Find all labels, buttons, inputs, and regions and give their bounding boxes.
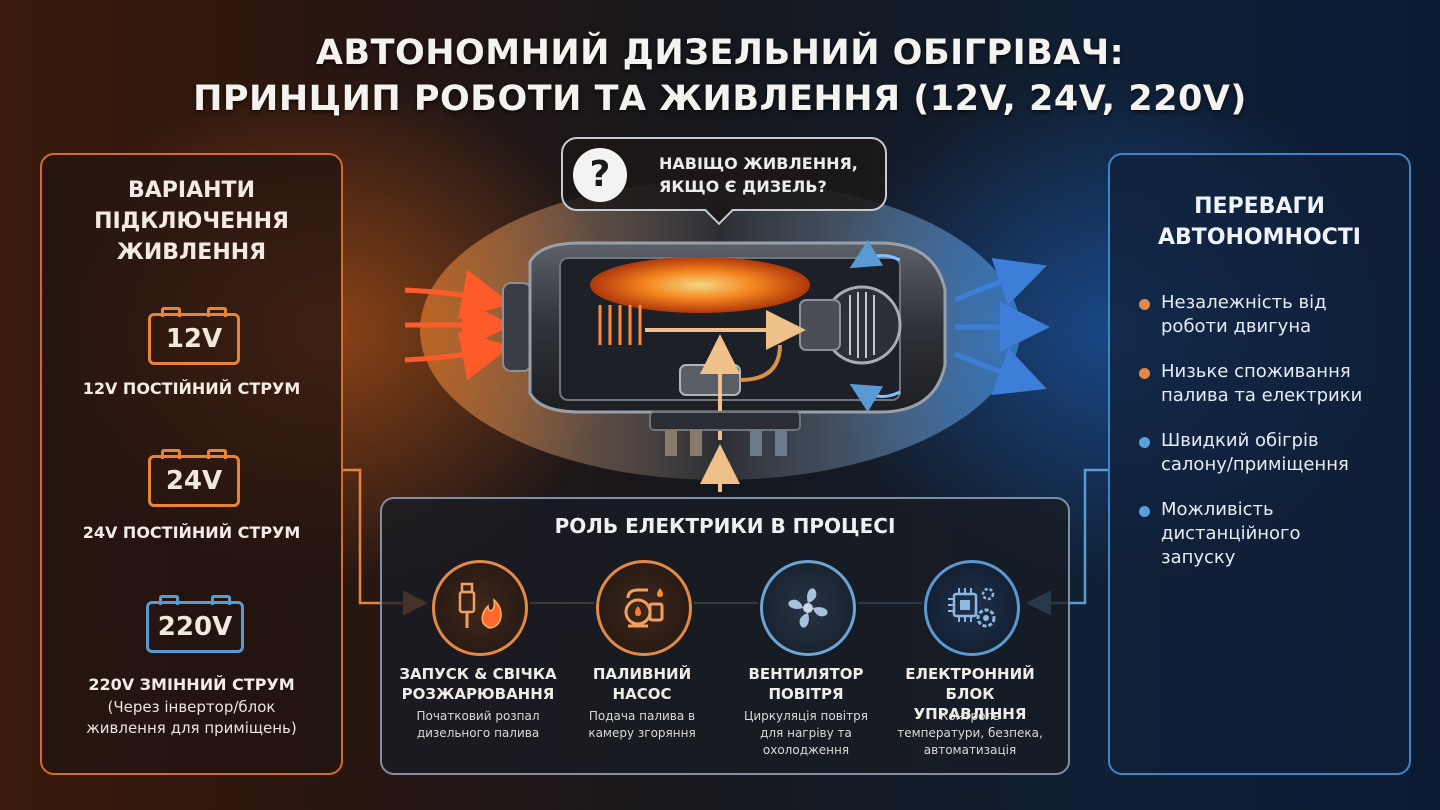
cold-intake-arrows bbox=[404, 269, 512, 381]
text-line: Циркуляція повітря bbox=[744, 709, 868, 723]
page-title-line1: АВТОНОМНИЙ ДИЗЕЛЬНИЙ ОБІГРІВАЧ: bbox=[315, 33, 1125, 73]
advantages-heading: ПЕРЕВАГИ АВТОНОМНОСТІ bbox=[1110, 191, 1409, 253]
text-line: ПОВІТРЯ bbox=[768, 685, 844, 703]
text-line: дизельного палива bbox=[416, 726, 540, 740]
text-line: салону/приміщення bbox=[1161, 454, 1349, 475]
advantage-text: Можливість дистанційного запуску bbox=[1161, 498, 1404, 570]
text-line: для нагріву та bbox=[760, 726, 852, 740]
text-line: Можливість bbox=[1161, 499, 1274, 520]
text-line: палива та електрики bbox=[1161, 385, 1363, 406]
question-text: НАВІЩО ЖИВЛЕННЯ, ЯКЩО Є ДИЗЕЛЬ? bbox=[659, 152, 879, 198]
spark-plug-flame-icon bbox=[432, 560, 528, 656]
advantage-text: Швидкий обігрів салону/приміщення bbox=[1161, 429, 1404, 477]
fan-icon bbox=[760, 560, 856, 656]
bullet-dot-icon bbox=[1139, 506, 1150, 517]
advantage-text: Незалежність від роботи двигуна bbox=[1161, 291, 1404, 339]
step-description: Контроль температури, безпека, автоматиз… bbox=[890, 708, 1050, 759]
power-option-caption: 24V ПОСТІЙНИЙ СТРУМ bbox=[82, 523, 301, 542]
question-line1: НАВІЩО ЖИВЛЕННЯ, bbox=[659, 154, 858, 173]
list-item: Низьке споживання палива та електрики bbox=[1134, 360, 1404, 408]
text-line: БЛОК УПРАВЛІННЯ bbox=[913, 685, 1027, 723]
step-title: ПАЛИВНИЙ НАСОС bbox=[562, 664, 722, 704]
battery-24v-icon: 24V bbox=[148, 449, 240, 507]
text-line: ЗАПУСК & СВІЧКА bbox=[399, 665, 557, 683]
text-line: запуску bbox=[1161, 547, 1236, 568]
note-line: живлення для приміщень) bbox=[86, 719, 297, 737]
step-title: ЗАПУСК & СВІЧКА РОЗЖАРЮВАННЯ bbox=[398, 664, 558, 704]
power-option-caption: 12V ПОСТІЙНИЙ СТРУМ bbox=[82, 379, 301, 398]
power-options-heading: ВАРІАНТИ ПІДКЛЮЧЕННЯ ЖИВЛЕННЯ bbox=[42, 175, 341, 268]
text-line: РОЗЖАРЮВАННЯ bbox=[401, 685, 555, 703]
question-bubble: ? НАВІЩО ЖИВЛЕННЯ, ЯКЩО Є ДИЗЕЛЬ? bbox=[561, 137, 887, 211]
text-line: роботи двигуна bbox=[1161, 316, 1312, 337]
text-line: ВЕНТИЛЯТОР bbox=[748, 665, 864, 683]
text-line: Подача палива в bbox=[588, 709, 696, 723]
heading-line: ПЕРЕВАГИ bbox=[1194, 194, 1325, 219]
list-item: Можливість дистанційного запуску bbox=[1134, 498, 1404, 570]
advantage-text: Низьке споживання палива та електрики bbox=[1161, 360, 1404, 408]
text-line: охолодження bbox=[762, 743, 850, 757]
page-title: АВТОНОМНИЙ ДИЗЕЛЬНИЙ ОБІГРІВАЧ: ПРИНЦИП … bbox=[0, 30, 1440, 122]
power-options-panel: ВАРІАНТИ ПІДКЛЮЧЕННЯ ЖИВЛЕННЯ 12V 12V ПО… bbox=[40, 153, 343, 775]
heading-line: АВТОНОМНОСТІ bbox=[1158, 225, 1361, 250]
text-line: дистанційного bbox=[1161, 523, 1301, 544]
step-description: Початковий розпал дизельного палива bbox=[398, 708, 558, 742]
question-line2: ЯКЩО Є ДИЗЕЛЬ? bbox=[659, 177, 827, 196]
control-unit-icon bbox=[924, 560, 1020, 656]
process-heading: РОЛЬ ЕЛЕКТРИКИ В ПРОЦЕСІ bbox=[554, 514, 896, 538]
list-item: Незалежність від роботи двигуна bbox=[1134, 291, 1404, 339]
bullet-dot-icon bbox=[1139, 299, 1150, 310]
heading-line: ЖИВЛЕННЯ bbox=[116, 240, 267, 265]
note-line: (Через інвертор/блок bbox=[107, 698, 276, 716]
bullet-dot-icon bbox=[1139, 368, 1150, 379]
text-line: ЕЛЕКТРОННИЙ bbox=[905, 665, 1035, 683]
battery-label: 220V bbox=[157, 612, 233, 642]
text-line: камеру згоряння bbox=[588, 726, 696, 740]
advantages-panel: ПЕРЕВАГИ АВТОНОМНОСТІ Незалежність від р… bbox=[1108, 153, 1411, 775]
step-description: Циркуляція повітря для нагріву та охолод… bbox=[726, 708, 886, 759]
text-line: Початковий розпал bbox=[416, 709, 540, 723]
power-option-caption: 220V ЗМІННИЙ СТРУМ bbox=[88, 675, 295, 694]
text-line: Швидкий обігрів bbox=[1161, 430, 1319, 451]
text-line: Незалежність від bbox=[1161, 292, 1327, 313]
text-line: автоматизація bbox=[923, 743, 1017, 757]
battery-220v-icon: 220V bbox=[146, 595, 244, 653]
fuel-pump-icon bbox=[596, 560, 692, 656]
step-description: Подача палива в камеру згоряння bbox=[562, 708, 722, 742]
text-line: Низьке споживання bbox=[1161, 361, 1351, 382]
battery-12v-icon: 12V bbox=[148, 307, 240, 365]
heading-line: ВАРІАНТИ bbox=[128, 178, 255, 203]
power-option-note: (Через інвертор/блок живлення для приміщ… bbox=[42, 697, 341, 739]
step-title: ВЕНТИЛЯТОР ПОВІТРЯ bbox=[726, 664, 886, 704]
step-title: ЕЛЕКТРОННИЙ БЛОК УПРАВЛІННЯ bbox=[890, 664, 1050, 724]
warm-output-arrows bbox=[954, 258, 1050, 396]
bullet-dot-icon bbox=[1139, 437, 1150, 448]
question-mark-icon: ? bbox=[573, 148, 627, 202]
page-title-line2: ПРИНЦИП РОБОТИ ТА ЖИВЛЕННЯ (12V, 24V, 22… bbox=[193, 79, 1247, 119]
battery-label: 24V bbox=[165, 466, 223, 496]
text-line: НАСОС bbox=[612, 685, 672, 703]
heading-line: ПІДКЛЮЧЕННЯ bbox=[94, 209, 289, 234]
text-line: ПАЛИВНИЙ bbox=[592, 665, 692, 683]
heater-body bbox=[502, 239, 947, 492]
list-item: Швидкий обігрів салону/приміщення bbox=[1134, 429, 1404, 477]
text-line: температури, безпека, bbox=[897, 726, 1043, 740]
text-line: Контроль bbox=[939, 709, 1001, 723]
advantages-list: Незалежність від роботи двигуна Низьке с… bbox=[1134, 291, 1404, 591]
battery-label: 12V bbox=[165, 324, 223, 354]
